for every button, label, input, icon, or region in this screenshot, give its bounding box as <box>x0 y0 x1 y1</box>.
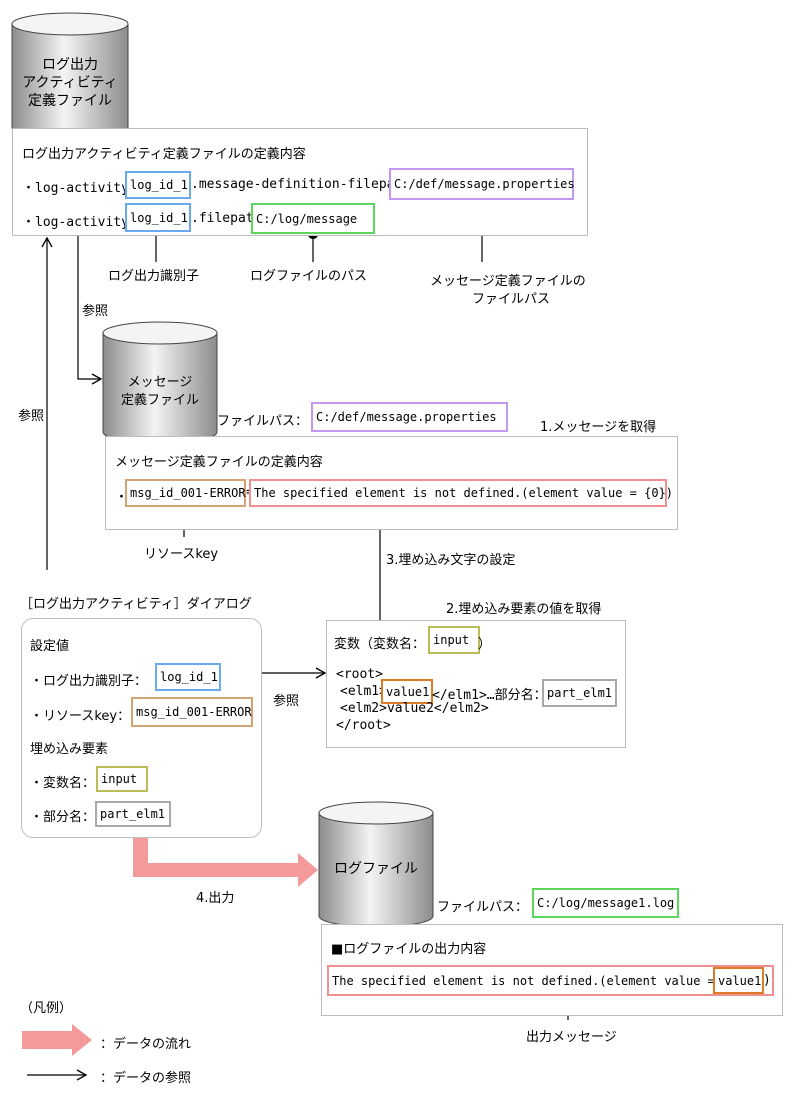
cylinder-msgdef: メッセージ 定義ファイル <box>103 374 217 410</box>
callout-output-msg: 出力メッセージ <box>526 1030 617 1045</box>
cylinder-logdef-shape <box>11 12 129 140</box>
msgdef-filepath-label: ファイルパス： <box>217 414 309 429</box>
variable-title: 変数（変数名： <box>334 637 426 652</box>
ref-label-1: 参照 <box>82 304 109 319</box>
legend-ref: ：データの参照 <box>100 1071 192 1086</box>
logdef-row2-prefix: ・log-activity. <box>22 215 137 230</box>
logfile-filepath-label: ファイルパス： <box>437 900 529 915</box>
dialog-caption: ［ログ出力アクティビティ］ダイアログ <box>20 597 252 612</box>
variable-xml-l4: </root> <box>336 718 391 733</box>
logdef-row2-mid: .filepath= <box>191 211 270 226</box>
legend-flow-arrow <box>22 1024 92 1056</box>
legend-flow: ：データの流れ <box>100 1037 192 1052</box>
callout-log-path: ログファイルのパス <box>250 269 368 284</box>
cylinder-logdef-label-3: 定義ファイル <box>28 93 112 109</box>
msgdef-bullet: ・ <box>115 490 129 505</box>
logdef-row2-id: log_id_1 <box>125 203 191 232</box>
cylinder-logdef-label-2: アクティビティ <box>22 75 118 91</box>
logdef-row1-path: C:/def/message.properties <box>389 168 575 200</box>
variable-xml-l1: <root> <box>336 667 383 682</box>
step2-label: 2.埋め込み要素の値を取得 <box>446 602 602 617</box>
dialog-settings: 設定値 <box>30 639 70 654</box>
legend-title: （凡例） <box>20 1001 73 1016</box>
logfile-message: The specified element is not defined.(el… <box>327 965 774 996</box>
step4-label: 4.出力 <box>196 891 235 906</box>
msgdef-title: メッセージ定義ファイルの定義内容 <box>115 455 323 470</box>
variable-xml-value1: value1 <box>381 679 433 704</box>
variable-name: input <box>428 626 480 654</box>
cylinder-msgdef-label-1: メッセージ <box>127 375 193 390</box>
cylinder-logdef: ログ出力 アクティビティ 定義ファイル <box>12 56 128 110</box>
cylinder-logfile-label: ログファイル <box>334 861 418 877</box>
dialog-id-label: ・ログ出力識別子： <box>30 674 148 689</box>
logfile-filepath-value: C:/log/message1.log <box>532 888 679 918</box>
variable-xml-l2b: </elm1>…部分名： <box>432 688 547 703</box>
logfile-message-text: The specified element is not defined.(el… <box>332 973 723 988</box>
dialog-var-label: ・変数名： <box>30 776 96 791</box>
logdef-title: ログ出力アクティビティ定義ファイルの定義内容 <box>22 147 306 162</box>
cylinder-msgdef-label-2: 定義ファイル <box>120 393 199 408</box>
cylinder-logfile: ログファイル <box>319 860 433 878</box>
msgdef-key: msg_id_001-ERROR <box>125 479 246 507</box>
variable-xml-l2a: <elm1> <box>340 684 387 699</box>
callout-msg-path-1: メッセージ定義ファイルの <box>430 274 586 289</box>
variable-title-close: ） <box>478 637 492 652</box>
dialog-key-field[interactable]: msg_id_001-ERROR <box>131 697 253 727</box>
dialog-part-label: ・部分名： <box>30 810 96 825</box>
msgdef-message: The specified element is not defined.(el… <box>249 479 673 507</box>
step1-label: 1.メッセージを取得 <box>540 420 657 435</box>
dialog-part-field[interactable]: part_elm1 <box>95 801 171 827</box>
logfile-close: ) <box>763 973 771 988</box>
callout-msg-path-2: ファイルパス <box>472 292 551 307</box>
ref-label-3: 参照 <box>273 694 300 709</box>
cylinder-msgdef-shape <box>102 321 218 444</box>
dialog-key-label: ・リソースkey： <box>30 709 131 724</box>
dialog-embed: 埋め込み要素 <box>30 742 109 757</box>
step3-label: 3.埋め込み文字の設定 <box>386 553 516 568</box>
callout-resource-key: リソースkey <box>144 547 219 562</box>
logfile-title: ■ログファイルの出力内容 <box>331 942 487 957</box>
variable-xml-l3: <elm2>value2</elm2> <box>340 701 489 716</box>
logdef-row1-prefix: ・log-activity. <box>22 181 137 196</box>
logfile-value: value1 <box>713 967 764 994</box>
logdef-row1-id: log_id_1 <box>125 171 191 199</box>
callout-log-id: ログ出力識別子 <box>108 269 200 284</box>
logdef-row1-mid: .message-definition-filepath= <box>191 177 418 192</box>
dialog-id-field[interactable]: log_id_1 <box>155 663 221 691</box>
dialog-var-field[interactable]: input <box>96 766 148 792</box>
variable-xml-part: part_elm1 <box>542 679 617 707</box>
ref-label-2: 参照 <box>18 409 45 424</box>
flow-arrow-output <box>133 838 318 887</box>
cylinder-logdef-label-1: ログ出力 <box>42 57 98 73</box>
ref-arrow-logdef-to-msgdef <box>77 236 103 385</box>
logdef-row2-path: C:/log/message <box>251 203 375 234</box>
msgdef-filepath-value: C:/def/message.properties <box>311 402 508 432</box>
